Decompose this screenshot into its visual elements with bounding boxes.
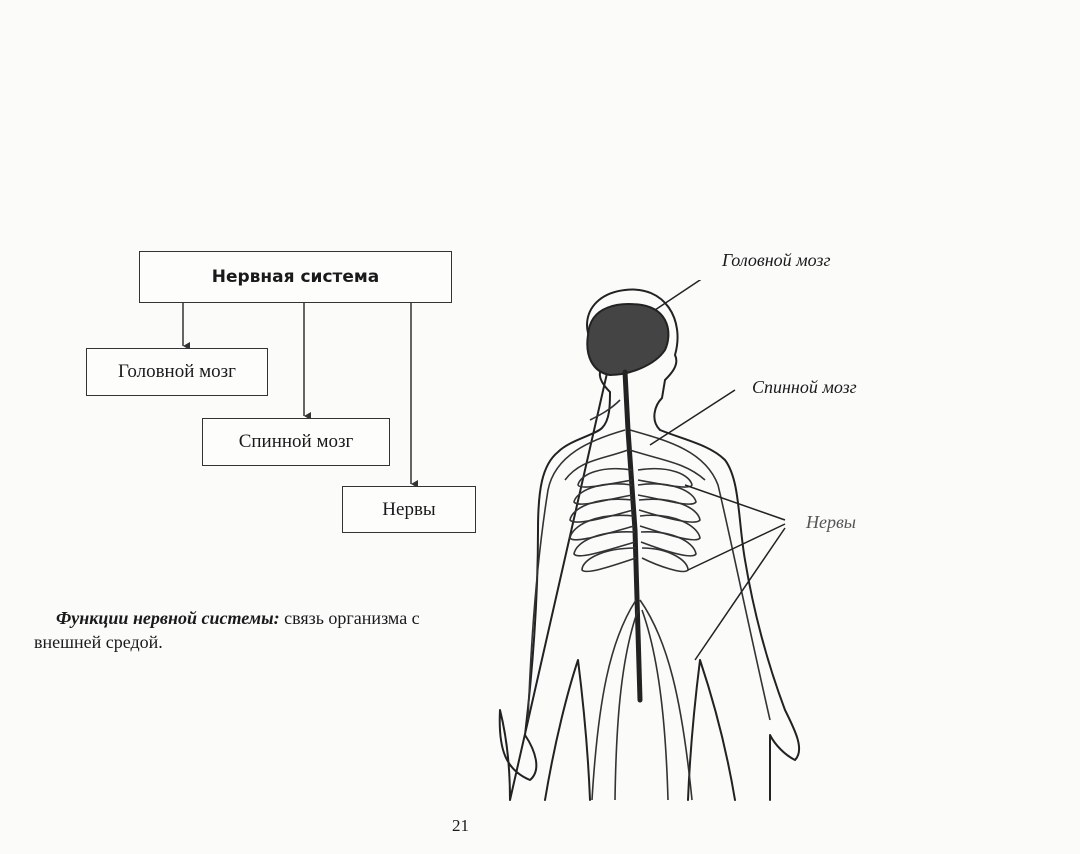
functions-heading: Функции нервной системы:	[56, 608, 280, 628]
label-brain: Головной мозг	[722, 250, 831, 270]
functions-text: связь организма с внешней средой.	[34, 608, 420, 652]
brain-box: Головной мозг	[86, 348, 268, 396]
functions-paragraph: Функции нервной системы: связь организма…	[34, 606, 464, 654]
nervous-system-illustration	[498, 280, 801, 801]
spinal-cord-box: Спинной мозг	[202, 418, 390, 466]
nerves-box: Нервы	[342, 486, 476, 533]
label-spinal-cord: Спинной мозг	[752, 377, 857, 397]
nervous-system-box: Нервная система	[139, 251, 452, 303]
page-number: 21	[452, 816, 469, 835]
label-nerves: Нервы	[806, 512, 856, 532]
